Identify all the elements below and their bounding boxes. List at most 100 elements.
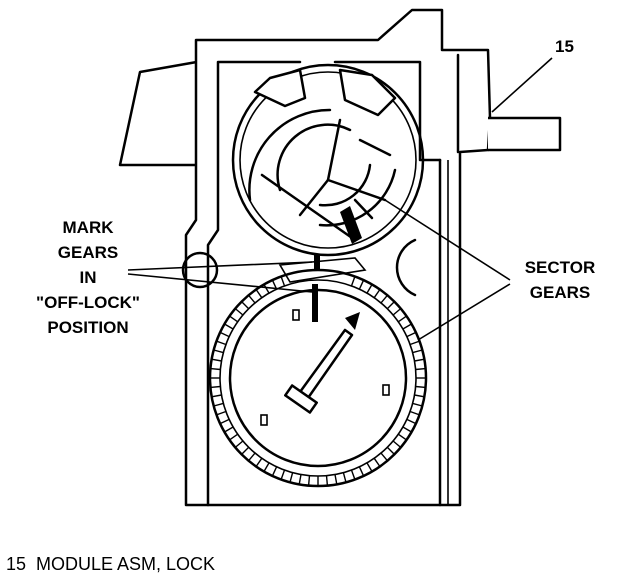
mark-gears-line-3: IN [80, 268, 97, 287]
gear-tooth [402, 323, 412, 330]
gear-tooth [210, 385, 221, 389]
dial-pointer-tip [345, 312, 360, 330]
callout-15-number: 15 [555, 37, 574, 56]
gear-tooth [210, 367, 221, 371]
mesh-wedge [278, 257, 367, 283]
gear-tooth [380, 294, 388, 304]
sector-gears-line-1: SECTOR [525, 258, 596, 277]
gear-tooth [255, 289, 263, 299]
gear-tooth [342, 472, 347, 483]
gear-tooth [229, 433, 239, 441]
gear-tooth [280, 276, 286, 287]
gear-tooth [358, 466, 365, 477]
gear-tooth [406, 331, 417, 338]
sector-gears-leader [384, 199, 511, 341]
gear-tooth [255, 457, 263, 467]
gear-tooth [366, 284, 373, 294]
gear-tooth [392, 308, 402, 316]
gear-tooth [213, 402, 224, 407]
gear-tooth [271, 466, 278, 477]
mark-gears-line-4: "OFF-LOCK" [36, 293, 140, 312]
gear-tooth [392, 440, 402, 448]
gear-tooth [211, 394, 222, 398]
gear-tooth [350, 276, 356, 287]
gear-teeth [210, 276, 426, 486]
gear-tooth [350, 469, 356, 480]
dial-mark-top [292, 309, 300, 321]
gear-tooth [234, 440, 244, 448]
module-housing [184, 8, 492, 507]
gear-tooth [409, 410, 420, 416]
gear-tooth [216, 340, 227, 346]
upper-gear-tab-right [338, 68, 397, 117]
gear-tooth [219, 331, 230, 338]
inner-panel [206, 60, 442, 507]
mark-gears-line-1: MARK [63, 218, 115, 237]
right-pad [395, 238, 417, 297]
upper-gear-rim [239, 71, 417, 249]
gear-tooth [366, 462, 373, 472]
gear-tooth [415, 385, 426, 389]
gear-tooth [211, 358, 222, 362]
gear-tooth [386, 301, 395, 310]
upper-gear-tab-left [253, 68, 307, 108]
gear-tooth [386, 446, 395, 455]
sector-inner-arc [276, 123, 372, 207]
gear-tooth [412, 349, 423, 354]
mark-gears-leader [127, 261, 313, 293]
gear-tooth [298, 474, 302, 485]
gear-tooth [406, 418, 417, 425]
gear-tooth [409, 340, 420, 346]
sector-spoke-2 [326, 178, 387, 202]
dial-pointer-base [284, 384, 318, 414]
gear-tooth [216, 410, 227, 416]
lever-pointer-upper [340, 206, 362, 244]
idler-circle [181, 251, 219, 289]
gear-tooth [241, 446, 250, 455]
gear-tooth [213, 349, 224, 354]
mark-gears-line-2: GEARS [58, 243, 118, 262]
gear-tooth [224, 323, 234, 330]
gear-tooth [307, 475, 311, 486]
gear-tooth [280, 469, 286, 480]
gear-tooth [219, 418, 230, 425]
gear-tooth [397, 433, 407, 441]
gear-tooth [248, 452, 256, 462]
gear-tooth [402, 426, 412, 433]
gear-tooth [224, 426, 234, 433]
module-shaft [488, 116, 562, 152]
gear-tooth [325, 475, 329, 486]
gear-tooth [229, 315, 239, 323]
gear-tooth [241, 301, 250, 310]
alignment-mark-upper [314, 255, 320, 271]
caption-number: 15 [6, 554, 26, 574]
dial-mark-right [382, 384, 390, 396]
mark-gears-label: MARK GEARS IN "OFF-LOCK" POSITION [36, 218, 140, 337]
gear-tooth [248, 294, 256, 304]
gear-tooth [358, 279, 365, 290]
gear-tooth [263, 284, 270, 294]
sector-lever [260, 173, 357, 242]
gear-tooth [263, 462, 270, 472]
gear-tooth [234, 308, 244, 316]
gear-tooth [289, 472, 294, 483]
sector-gears-label: SECTOR GEARS [525, 258, 596, 302]
upper-sector-gear [231, 63, 425, 257]
gear-tooth [414, 394, 425, 398]
gear-tooth [415, 367, 426, 371]
gear-tooth [373, 457, 381, 467]
gear-tooth [414, 358, 425, 362]
alignment-mark-lower [312, 284, 318, 322]
sector-rib-1 [358, 138, 392, 157]
gear-tooth [380, 452, 388, 462]
gear-tooth [373, 289, 381, 299]
sector-spoke-1 [298, 178, 330, 217]
gear-tooth [334, 474, 338, 485]
gear-tooth [397, 315, 407, 323]
caption-text: MODULE ASM, LOCK [36, 554, 215, 574]
callout-15-leader [491, 57, 553, 113]
gear-tooth [412, 402, 423, 407]
mark-gears-line-5: POSITION [47, 318, 128, 337]
sector-spoke-3 [326, 118, 342, 182]
